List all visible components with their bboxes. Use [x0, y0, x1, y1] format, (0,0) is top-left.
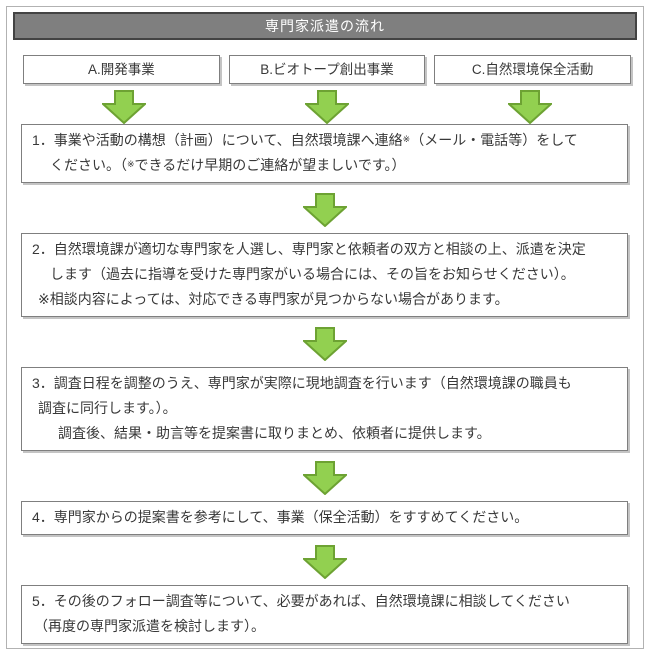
- category-arrow-cell: [226, 90, 429, 124]
- step-text: （再度の専門家派遣を検討します）。: [34, 618, 265, 634]
- category-box-b: B.ビオトープ創出事業: [228, 55, 426, 84]
- step-text: 4．専門家からの提案書を参考にして、事業（保全活動）をすすめてください。: [32, 509, 529, 525]
- step-text: （メール・電話等）をして: [410, 132, 578, 148]
- step-text: できるだけ早期のご連絡が望ましいです。）: [134, 157, 406, 173]
- step-text: 調査後、結果・助言等を提案書に取りまとめ、依頼者に提供します。: [58, 425, 491, 441]
- step-text: 5．その後のフォロー調査等について、必要があれば、自然環境課に相談してください: [32, 593, 570, 609]
- step-text: 3．調査日程を調整のうえ、専門家が実際に現地調査を行います（自然環境課の職員も: [32, 375, 572, 391]
- step-connector-arrow: [7, 461, 643, 495]
- step-connector-arrow: [7, 193, 643, 227]
- outer-frame: 専門家派遣の流れ A.開発事業 B.ビオトープ創出事業 C.自然環境保全活動 1．事…: [6, 6, 644, 649]
- down-arrow-icon: [507, 90, 552, 124]
- down-arrow-icon: [102, 90, 147, 124]
- step-box-1: 1．事業や活動の構想（計画）について、自然環境課へ連絡※（メール・電話等）をして…: [21, 124, 628, 183]
- step-text: 1．事業や活動の構想（計画）について、自然環境課へ連絡: [32, 132, 403, 148]
- step-line: 調査後、結果・助言等を提案書に取りまとめ、依頼者に提供します。: [22, 421, 619, 446]
- step-line: します（過去に指導を受けた専門家がいる場合には、その旨をお知らせください）。: [22, 262, 619, 287]
- category-row: A.開発事業 B.ビオトープ創出事業 C.自然環境保全活動: [23, 55, 632, 84]
- category-arrow-row: [23, 90, 631, 124]
- step-line: ください。（※できるだけ早期のご連絡が望ましいです。）: [22, 153, 619, 178]
- step-box-5: 5．その後のフォロー調査等について、必要があれば、自然環境課に相談してください （…: [21, 585, 628, 644]
- down-arrow-icon: [303, 545, 347, 579]
- category-box-c: C.自然環境保全活動: [434, 55, 632, 84]
- step-text: 2．自然環境課が適切な専門家を人選し、専門家と依頼者の双方と相談の上、派遣を決定: [32, 241, 586, 257]
- step-box-2: 2．自然環境課が適切な専門家を人選し、専門家と依頼者の双方と相談の上、派遣を決定…: [21, 233, 628, 317]
- category-arrow-cell: [23, 90, 226, 124]
- step-connector-arrow: [7, 545, 643, 579]
- reference-mark: ※: [127, 159, 135, 169]
- steps-container: 1．事業や活動の構想（計画）について、自然環境課へ連絡※（メール・電話等）をして…: [7, 124, 643, 644]
- reference-mark: ※: [402, 134, 411, 144]
- step-box-3: 3．調査日程を調整のうえ、専門家が実際に現地調査を行います（自然環境課の職員も調…: [21, 367, 628, 451]
- step-line: 4．専門家からの提案書を参考にして、事業（保全活動）をすすめてください。: [22, 505, 619, 530]
- down-arrow-icon: [303, 327, 347, 361]
- step-line: 調査に同行します。）。: [22, 396, 619, 421]
- down-arrow-icon: [305, 90, 349, 124]
- category-box-a: A.開発事業: [23, 55, 220, 84]
- page-title: 専門家派遣の流れ: [13, 12, 637, 40]
- down-arrow-icon: [303, 461, 347, 495]
- step-line: 5．その後のフォロー調査等について、必要があれば、自然環境課に相談してください: [22, 589, 619, 614]
- step-line: （再度の専門家派遣を検討します）。: [22, 614, 619, 639]
- step-text: ください。（: [50, 157, 127, 173]
- step-text: します（過去に指導を受けた専門家がいる場合には、その旨をお知らせください）。: [50, 266, 575, 282]
- step-line: 1．事業や活動の構想（計画）について、自然環境課へ連絡※（メール・電話等）をして: [22, 128, 619, 153]
- down-arrow-icon: [303, 193, 347, 227]
- step-text: 調査に同行します。）。: [38, 400, 177, 416]
- step-text: ※相談内容によっては、対応できる専門家が見つからない場合があります。: [38, 291, 509, 307]
- category-arrow-cell: [428, 90, 631, 124]
- step-box-4: 4．専門家からの提案書を参考にして、事業（保全活動）をすすめてください。: [21, 501, 628, 535]
- step-line: ※相談内容によっては、対応できる専門家が見つからない場合があります。: [22, 287, 619, 312]
- step-line: 2．自然環境課が適切な専門家を人選し、専門家と依頼者の双方と相談の上、派遣を決定: [22, 237, 619, 262]
- step-connector-arrow: [7, 327, 643, 361]
- step-line: 3．調査日程を調整のうえ、専門家が実際に現地調査を行います（自然環境課の職員も: [22, 371, 619, 396]
